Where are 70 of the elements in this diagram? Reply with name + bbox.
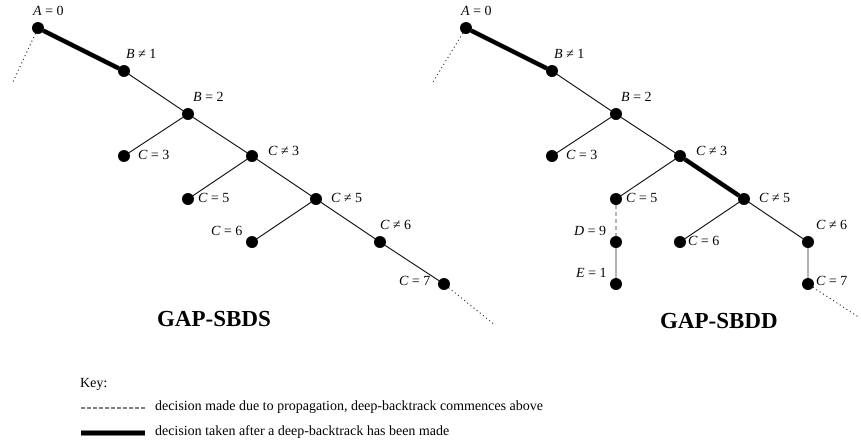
branch-line	[192, 116, 248, 154]
thick-branch-line	[42, 28, 120, 70]
branch-line	[620, 158, 676, 196]
node-label: C = 7	[399, 274, 430, 290]
branch-line	[128, 116, 184, 154]
node-label: B = 2	[193, 90, 224, 106]
tree-node-dot	[610, 236, 622, 248]
tree-node-dot	[118, 65, 130, 77]
thick-branch-line	[684, 157, 740, 198]
tree-node-dot	[246, 150, 258, 162]
tree-node-dot	[610, 108, 622, 120]
tree-node-dot	[374, 236, 386, 248]
tree-node-dot	[118, 150, 130, 162]
dotted-continuation-line	[432, 32, 464, 82]
tree-node-dot	[738, 193, 750, 205]
branch-line	[192, 158, 248, 196]
branch-line	[256, 158, 312, 196]
dotted-continuation-line	[448, 287, 496, 326]
branch-line	[684, 202, 740, 240]
tree-node-dot	[182, 193, 194, 205]
tree-node-dot	[802, 278, 814, 290]
tree-node-dot	[182, 108, 194, 120]
branch-line	[620, 116, 676, 154]
node-label: C ≠ 6	[380, 218, 412, 234]
tree-node-dot	[674, 236, 686, 248]
node-label: C = 3	[138, 148, 170, 164]
tree-node-dot	[674, 150, 686, 162]
branch-line	[256, 202, 312, 240]
key-heading: Key:	[80, 376, 108, 392]
node-label: C = 6	[688, 234, 720, 250]
node-label: C ≠ 3	[696, 144, 728, 160]
node-label: E = 1	[576, 266, 606, 282]
legend-text: decision taken after a deep-backtrack has been made	[155, 424, 450, 440]
tree-node-dot	[310, 193, 322, 205]
node-label: A = 0	[33, 4, 64, 20]
dotted-continuation-line	[12, 32, 36, 84]
branch-line	[384, 244, 440, 282]
node-label: C ≠ 5	[759, 191, 790, 207]
dotted-continuation-line	[812, 286, 860, 318]
node-label: A = 0	[461, 4, 492, 20]
node-label: C = 3	[566, 148, 598, 164]
node-label: C = 7	[816, 274, 848, 290]
node-label: B ≠ 1	[554, 47, 584, 63]
tree-node-dot	[246, 236, 258, 248]
node-label: C = 5	[198, 191, 230, 207]
tree-node-dot	[610, 278, 622, 290]
branch-line	[556, 74, 612, 112]
node-label: C = 5	[626, 191, 658, 207]
branch-line	[556, 116, 612, 154]
tree-node-dot	[802, 236, 814, 248]
branch-line	[748, 202, 804, 240]
legend-text: decision made due to propagation, deep-backtrack commences above	[155, 399, 543, 415]
branch-line	[128, 74, 184, 112]
thick-branch-line	[470, 28, 548, 70]
node-label: C ≠ 5	[331, 191, 362, 207]
tree-node-dot	[610, 193, 622, 205]
node-label: C = 6	[211, 224, 242, 240]
branch-line	[320, 202, 376, 240]
tree-node-dot	[460, 22, 472, 34]
node-label: C ≠ 6	[816, 218, 848, 234]
tree-node-dot	[438, 278, 450, 290]
tree-node-dot	[546, 150, 558, 162]
node-label: C ≠ 3	[268, 144, 300, 160]
tree-node-dot	[546, 65, 558, 77]
tree-title: GAP-SBDS	[157, 306, 271, 332]
tree-title: GAP-SBDD	[660, 308, 778, 334]
node-label: B ≠ 1	[126, 47, 156, 63]
tree-node-dot	[32, 22, 44, 34]
node-label: D = 9	[574, 224, 606, 240]
node-label: B = 2	[621, 90, 652, 106]
